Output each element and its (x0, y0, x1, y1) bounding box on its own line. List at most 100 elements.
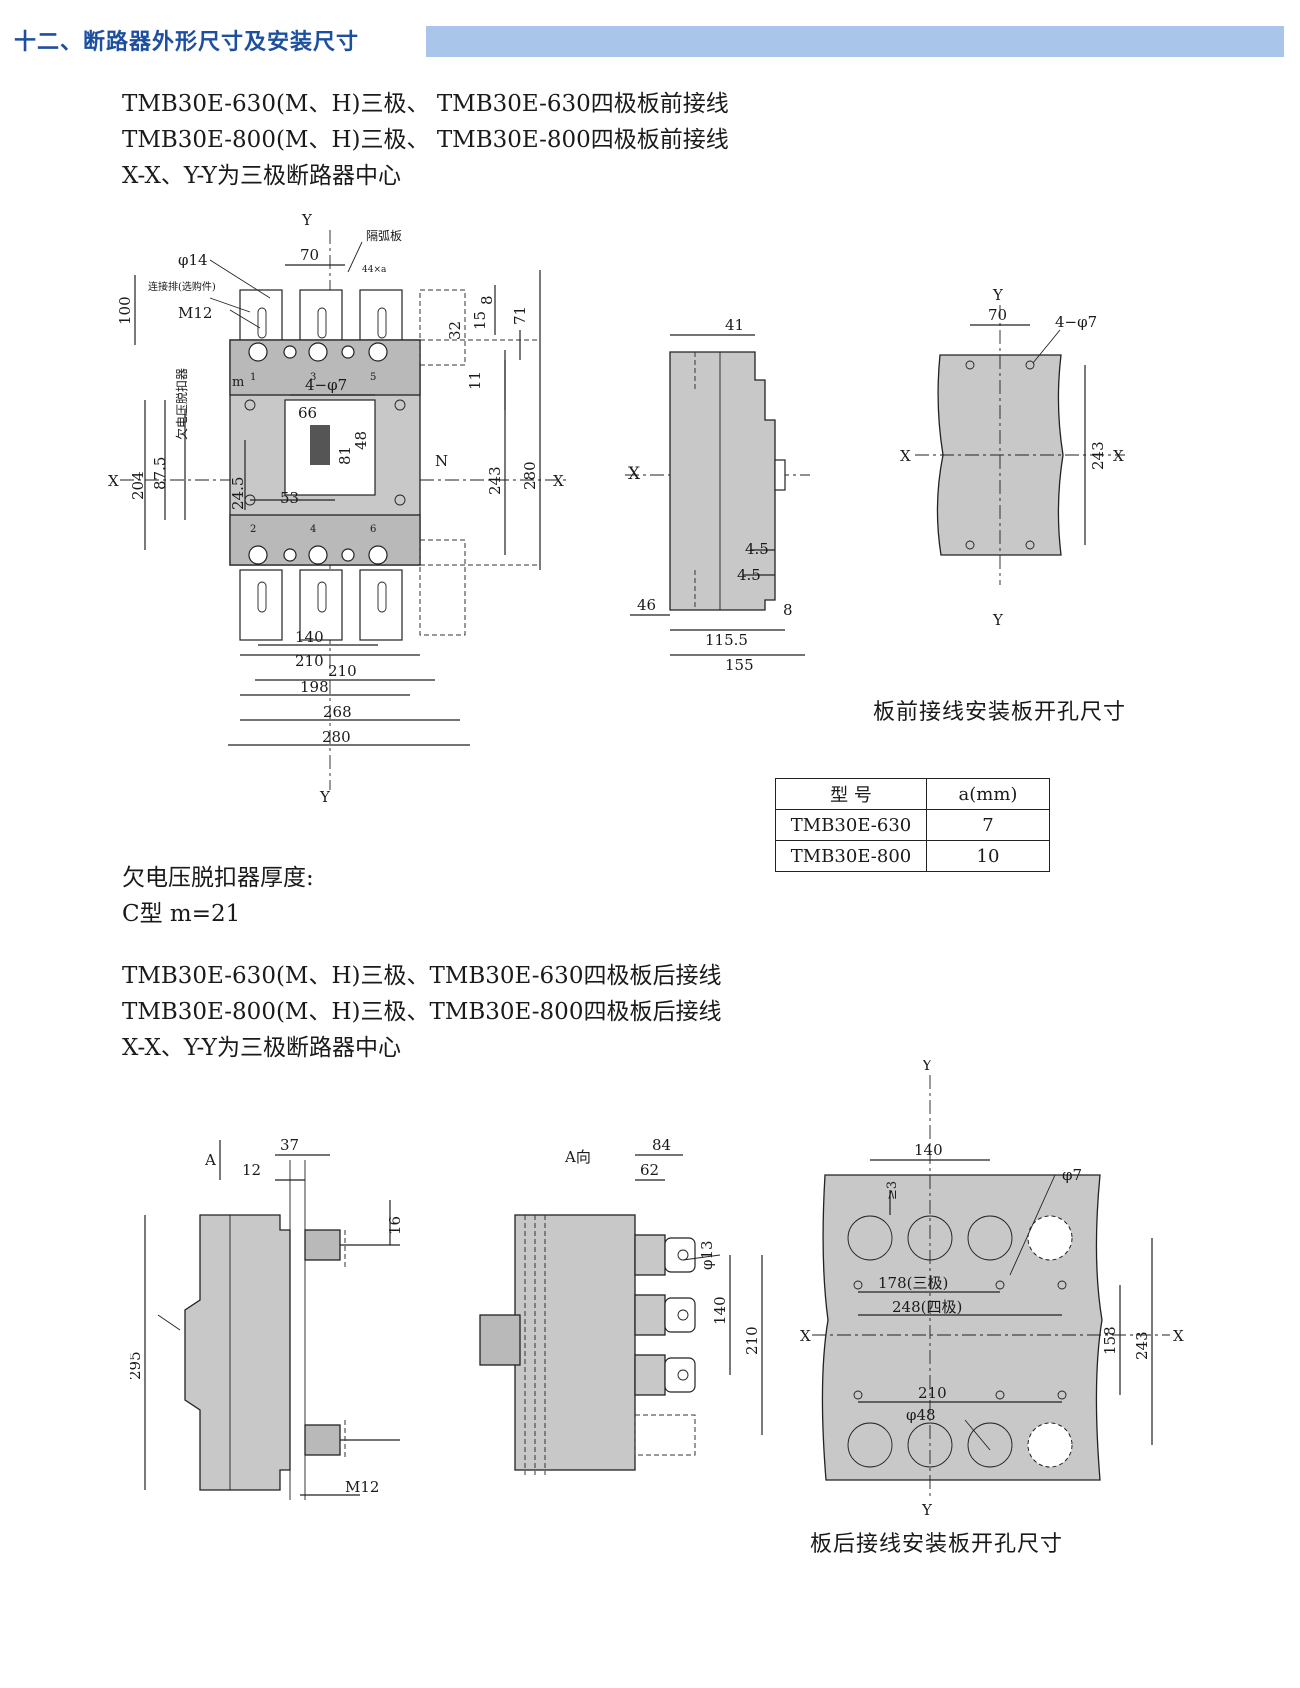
front-pole-3: 3 (310, 372, 316, 383)
front-pole-6: 6 (370, 524, 376, 535)
section-title: 十二、断路器外形尺寸及安装尺寸 (14, 30, 360, 55)
plate-front-243: 243 (1089, 441, 1107, 470)
rear-side-view-drawing: A 12 37 16 295 M12 (130, 1136, 404, 1500)
front-dim-8: 8 (478, 295, 496, 305)
plate-rear-140: 140 (914, 1141, 943, 1159)
title-bar (426, 26, 1284, 57)
plate-rear-phi48: φ48 (906, 1406, 936, 1424)
table-header-model: 型 号 (775, 778, 927, 810)
front-plate-caption: 板前接线安装板开孔尺寸 (873, 700, 1127, 725)
rear-description: TMB30E-630(M、H)三极、TMB30E-630四极板后接线 TMB30… (122, 958, 721, 1066)
plate-front-70: 70 (988, 306, 1007, 324)
uvr-note-line-2: C型 m=21 (122, 901, 241, 927)
plate-front-x-right: X (1113, 447, 1124, 465)
plate-rear-x-right: X (1173, 1327, 1184, 1345)
front-dim-280h: 280 (521, 461, 539, 490)
front-dim-phi14: φ14 (178, 251, 208, 269)
front-dim-x-right: X (553, 472, 564, 490)
front-pole-4: 4 (310, 524, 316, 535)
front-dim-245: 24.5 (229, 477, 247, 510)
plate-front-x: X (900, 447, 911, 465)
front-dim-87: 87.5 (151, 457, 169, 490)
front-dim-44a: 44×a (362, 265, 387, 275)
side-view-drawing: 41 4.5 4.5 46 8 115.5 155 (625, 316, 810, 674)
front-pole-1: 1 (250, 372, 256, 383)
uvr-note: 欠电压脱扣器厚度: C型 m=21 (122, 860, 314, 932)
a-view-84: 84 (652, 1136, 671, 1154)
front-dim-243: 243 (486, 466, 504, 495)
front-dim-210a: 210 (295, 652, 324, 670)
plate-rear-y-top: Y (921, 1060, 933, 1074)
rear-line-3: X-X、Y-Y为三极断路器中心 (122, 1035, 401, 1061)
a-direction-view-drawing: A向 84 62 φ13 140 210 (479, 1136, 763, 1475)
front-dim-y-bottom: Y (319, 788, 331, 806)
table-cell-model: TMB30E-630 (775, 809, 927, 841)
plate-rear-248: 248(四极) (892, 1298, 962, 1316)
front-dim-100: 100 (116, 296, 134, 325)
table-cell-a: 10 (926, 840, 1050, 872)
table-row: TMB30E-800 10 (775, 840, 1050, 872)
rear-side-295: 295 (130, 1351, 144, 1380)
a-view-phi13: φ13 (698, 1240, 716, 1270)
front-pole-2: 2 (250, 524, 256, 535)
front-dim-hole: 4−φ7 (305, 376, 347, 394)
plate-rear-y-bottom: Y (921, 1501, 933, 1519)
front-dim-53: 53 (280, 489, 299, 507)
plate-front-hole: 4−φ7 (1055, 313, 1097, 331)
plate-front-y-top: Y (992, 286, 1004, 304)
front-dim-n: N (435, 452, 448, 470)
rear-side-a: A (204, 1151, 216, 1169)
front-line-2: TMB30E-800(M、H)三极、 TMB30E-800四极板前接线 (122, 127, 729, 153)
front-dim-m12: M12 (178, 304, 212, 322)
front-dim-bar: 连接排(选购件) (148, 280, 216, 293)
uvr-note-line-1: 欠电压脱扣器厚度: (122, 865, 314, 891)
plate-front-y-bottom: Y (992, 611, 1004, 625)
rear-line-1: TMB30E-630(M、H)三极、TMB30E-630四极板后接线 (122, 963, 722, 989)
side-dim-x: X (628, 464, 641, 484)
front-dim-198: 198 (300, 678, 329, 696)
side-dim-45b: 4.5 (737, 566, 761, 584)
front-view-drawing: Y Y X N m φ14 连接排(选购件) M12 隔弧板 44×a 4−φ7… (108, 211, 570, 806)
front-dim-11: 11 (466, 371, 484, 390)
table-cell-a: 7 (926, 809, 1050, 841)
side-dim-155: 155 (725, 656, 754, 674)
front-dim-268: 268 (323, 703, 352, 721)
table-cell-model: TMB30E-800 (775, 840, 927, 872)
front-dim-66: 66 (298, 404, 317, 422)
front-dim-15: 15 (471, 311, 489, 330)
side-dim-46: 46 (637, 596, 656, 614)
rear-plate-caption: 板后接线安装板开孔尺寸 (810, 1532, 1064, 1557)
rear-mounting-plate-drawing: Y Y X X 140 ≥3 φ7 178(三极) 248(四极) 210 φ4… (800, 1060, 1184, 1519)
front-dim-71: 71 (511, 306, 529, 325)
rear-side-12: 12 (242, 1161, 261, 1179)
a-view-title: A向 (564, 1148, 591, 1166)
front-dim-48: 48 (352, 431, 370, 450)
plate-rear-158: 158 (1101, 1326, 1119, 1355)
table-header-a: a(mm) (926, 778, 1050, 810)
rear-side-m12: M12 (345, 1478, 379, 1496)
plate-rear-178: 178(三极) (878, 1274, 948, 1292)
front-dim-m: m (232, 375, 244, 390)
front-pole-5: 5 (370, 372, 376, 383)
rear-side-16: 16 (386, 1216, 404, 1235)
front-dim-204: 204 (129, 471, 147, 500)
front-dim-y-top: Y (301, 211, 313, 229)
a-view-62: 62 (640, 1161, 659, 1179)
a-view-140: 140 (711, 1296, 729, 1325)
plate-rear-x: X (800, 1327, 811, 1345)
front-dim-x: X (108, 472, 119, 490)
front-dim-32: 32 (446, 321, 464, 340)
front-dim-81: 81 (336, 446, 354, 465)
table-header-row: 型 号 a(mm) (775, 778, 1050, 810)
plate-rear-210: 210 (918, 1384, 947, 1402)
front-dim-arc: 隔弧板 (366, 229, 402, 243)
rear-line-2: TMB30E-800(M、H)三极、TMB30E-800四极板后接线 (122, 999, 722, 1025)
front-description: TMB30E-630(M、H)三极、 TMB30E-630四极板前接线 TMB3… (122, 86, 729, 194)
side-dim-115: 115.5 (705, 631, 748, 649)
front-dim-280: 280 (322, 728, 351, 746)
front-line-3: X-X、Y-Y为三极断路器中心 (122, 163, 401, 189)
front-dim-uvr: 欠电压脱扣器 (174, 368, 189, 440)
side-dim-41: 41 (725, 316, 744, 334)
a-view-210: 210 (743, 1326, 761, 1355)
spec-table: 型 号 a(mm) TMB30E-630 7 TMB30E-800 10 (775, 778, 1050, 872)
